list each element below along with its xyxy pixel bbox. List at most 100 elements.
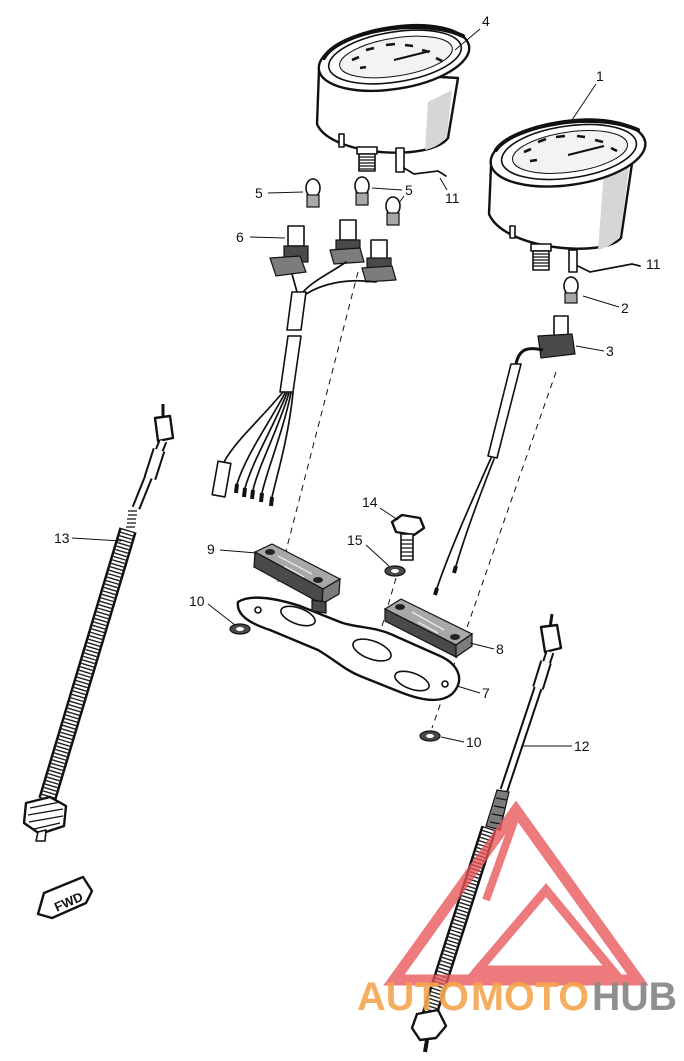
speedometer-body-shade bbox=[598, 160, 630, 250]
plate-hole bbox=[394, 670, 430, 692]
washer bbox=[384, 565, 406, 577]
tachometer-needle bbox=[393, 50, 431, 61]
socket-plate bbox=[361, 265, 397, 283]
speedometer-dial-marks bbox=[523, 134, 618, 163]
socket-body bbox=[287, 225, 305, 247]
leader-line bbox=[469, 642, 495, 650]
speedometer-lamp-housing bbox=[568, 249, 578, 273]
cable-armor-braid bbox=[40, 528, 135, 802]
leader-line bbox=[219, 549, 257, 554]
plate-hole bbox=[254, 606, 262, 614]
callout-label: 15 bbox=[347, 532, 363, 548]
meter-damper-plate bbox=[236, 596, 461, 702]
leader-line bbox=[379, 507, 399, 521]
bracket-hole bbox=[395, 604, 405, 610]
socket-terminals bbox=[433, 565, 458, 596]
callout-label: 10 bbox=[189, 593, 205, 609]
logo-outer-triangle bbox=[383, 800, 649, 986]
grommet-hole bbox=[236, 627, 244, 631]
plate-hole bbox=[441, 680, 449, 688]
bracket-hole bbox=[450, 634, 460, 640]
cable-boot-rings bbox=[489, 797, 508, 825]
watermark: AUTO MOTO HUB bbox=[357, 800, 677, 1019]
leader-line bbox=[454, 28, 481, 51]
bracket-texture bbox=[277, 555, 313, 578]
forward-direction-marker: FWD bbox=[36, 875, 94, 920]
callout-label: 11 bbox=[646, 256, 661, 272]
callout-label: 11 bbox=[445, 190, 460, 206]
cable-lower-nut bbox=[410, 1008, 448, 1042]
watermark-logo bbox=[383, 800, 649, 986]
rubber-grommet bbox=[229, 623, 251, 635]
cable-lower-tip bbox=[423, 1039, 429, 1053]
speedometer-bezel-shadow bbox=[494, 118, 640, 152]
callout-label: 8 bbox=[496, 641, 504, 657]
leader-line bbox=[365, 544, 390, 567]
leader-line bbox=[71, 537, 122, 542]
socket-plate bbox=[329, 247, 365, 265]
indicator-bulb bbox=[305, 178, 321, 208]
indicator-bulb bbox=[354, 176, 370, 206]
socket-body bbox=[339, 219, 357, 241]
bracket-side-face bbox=[455, 632, 473, 659]
bulb-glass bbox=[563, 276, 579, 296]
forward-arrow-plate bbox=[36, 875, 94, 920]
bulb-base bbox=[564, 292, 578, 304]
logo-inner-triangle bbox=[468, 882, 622, 975]
cable-lower-nut-texture bbox=[27, 801, 64, 830]
speedometer-flange bbox=[530, 243, 552, 252]
harness-wires bbox=[223, 391, 294, 498]
bolt-head bbox=[390, 513, 426, 537]
bulb-base bbox=[386, 212, 400, 226]
rubber-grommet bbox=[419, 730, 441, 742]
assembly-line bbox=[277, 271, 359, 583]
meter-bracket-right bbox=[383, 598, 474, 659]
bulb-base bbox=[355, 192, 369, 206]
bulb-base bbox=[306, 194, 320, 208]
indicator-bulb bbox=[385, 196, 401, 226]
callout-label: 3 bbox=[606, 343, 614, 359]
cable-upper-nut bbox=[539, 623, 563, 654]
leader-line bbox=[267, 191, 304, 194]
leader-line bbox=[207, 603, 236, 626]
bulb-glass bbox=[385, 196, 401, 216]
speedometer-bulb bbox=[563, 276, 579, 304]
cable-upper-nut bbox=[153, 414, 175, 443]
callout-label: 12 bbox=[574, 738, 590, 754]
mounting-bolt bbox=[390, 513, 426, 561]
socket-lead bbox=[514, 347, 544, 365]
socket-wires bbox=[436, 457, 495, 589]
cable-lower-tip bbox=[35, 829, 47, 842]
bracket-texture bbox=[411, 611, 445, 634]
callout-label: 13 bbox=[54, 530, 70, 546]
socket-plate bbox=[269, 255, 307, 277]
bolt-threads bbox=[401, 539, 413, 557]
tachometer-body-shade bbox=[425, 90, 452, 150]
callout-label: 5 bbox=[255, 185, 263, 201]
callout-label: 6 bbox=[236, 229, 244, 245]
leader-line bbox=[440, 736, 465, 743]
callout-label: 9 bbox=[207, 541, 215, 557]
tachometer-dial bbox=[339, 35, 453, 79]
bracket-side-face bbox=[321, 577, 341, 606]
leader-line bbox=[371, 187, 405, 204]
tachometer-boss-threads bbox=[359, 156, 375, 170]
leader-line bbox=[582, 295, 620, 308]
bracket-tab bbox=[311, 599, 327, 614]
washer-hole bbox=[391, 569, 399, 573]
harness-terminals bbox=[234, 483, 274, 507]
watermark-text-moto: MOTO bbox=[471, 975, 589, 1019]
leader-line bbox=[571, 83, 597, 121]
speedometer-mount-pin bbox=[509, 225, 516, 239]
bulb-glass bbox=[305, 178, 321, 198]
leader-line bbox=[575, 345, 605, 352]
harness-sleeve bbox=[286, 291, 307, 331]
tachometer-wire-clip bbox=[403, 167, 447, 177]
cable-spring bbox=[126, 510, 137, 528]
socket-body bbox=[370, 239, 388, 261]
speedometer-boss-threads bbox=[533, 253, 549, 267]
tachometer-mount-pin bbox=[338, 133, 345, 148]
callout-label: 10 bbox=[466, 734, 482, 750]
cable-ferrule bbox=[145, 448, 164, 480]
